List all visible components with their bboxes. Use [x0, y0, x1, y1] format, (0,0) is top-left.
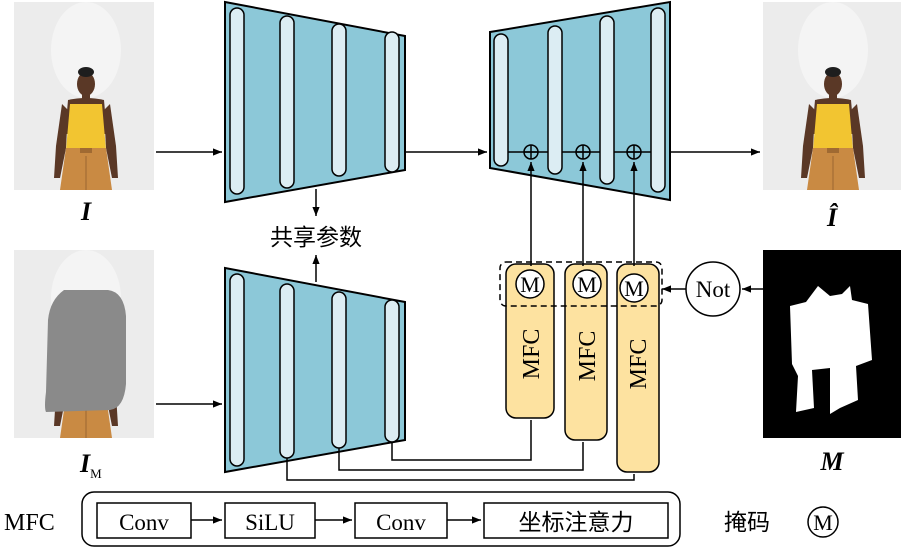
bottom-encoder — [224, 266, 406, 474]
add-node-2 — [575, 144, 591, 160]
label-I-hat: Î — [826, 203, 839, 232]
shared-params-label: 共享参数 — [270, 225, 362, 251]
label-IM-main: I — [79, 449, 91, 478]
mfc-label-2: MFC — [575, 331, 601, 382]
input-image-I — [14, 1, 154, 191]
pipeline-step-coord-attention: 坐标注意力 — [519, 510, 634, 536]
mfc-block-3: M MFC — [616, 263, 660, 473]
legend-mask: 掩码 M — [724, 506, 839, 538]
connectors — [156, 148, 763, 481]
mask-group-dashed-box — [499, 261, 663, 307]
not-label: Not — [696, 277, 731, 302]
pipeline-step-conv-2: Conv — [376, 510, 426, 535]
label-IM: IM — [79, 449, 102, 481]
mfc-block-2: M MFC — [564, 263, 608, 441]
pipeline-step-silu: SiLU — [245, 510, 295, 535]
add-node-1 — [523, 144, 539, 160]
pipeline-title: MFC — [4, 510, 55, 536]
add-node-3 — [626, 144, 642, 160]
label-I: I — [80, 197, 92, 226]
mfc-label-1: MFC — [519, 329, 545, 380]
mfc-pipeline: MFC Conv SiLU Conv 坐标注意力 — [4, 491, 681, 547]
decoder — [489, 0, 671, 202]
mfc-mask-symbol-1: M — [520, 272, 540, 297]
output-image-I-hat — [763, 1, 901, 191]
mfc-mask-symbol-2: M — [577, 272, 597, 297]
mfc-block-1: M MFC — [505, 263, 555, 419]
legend-mask-text: 掩码 — [724, 510, 770, 536]
top-encoder — [224, 0, 406, 204]
pipeline-step-conv-1: Conv — [119, 510, 169, 535]
not-operator: Not — [685, 261, 741, 317]
mfc-label-3: MFC — [626, 339, 652, 390]
legend-mask-symbol: M — [813, 510, 833, 535]
mfc-mask-symbol-3: M — [624, 276, 644, 301]
mask-image-M — [763, 250, 901, 438]
masked-image-IM — [14, 249, 154, 439]
label-M: M — [819, 447, 844, 476]
label-IM-sub: M — [90, 466, 102, 481]
